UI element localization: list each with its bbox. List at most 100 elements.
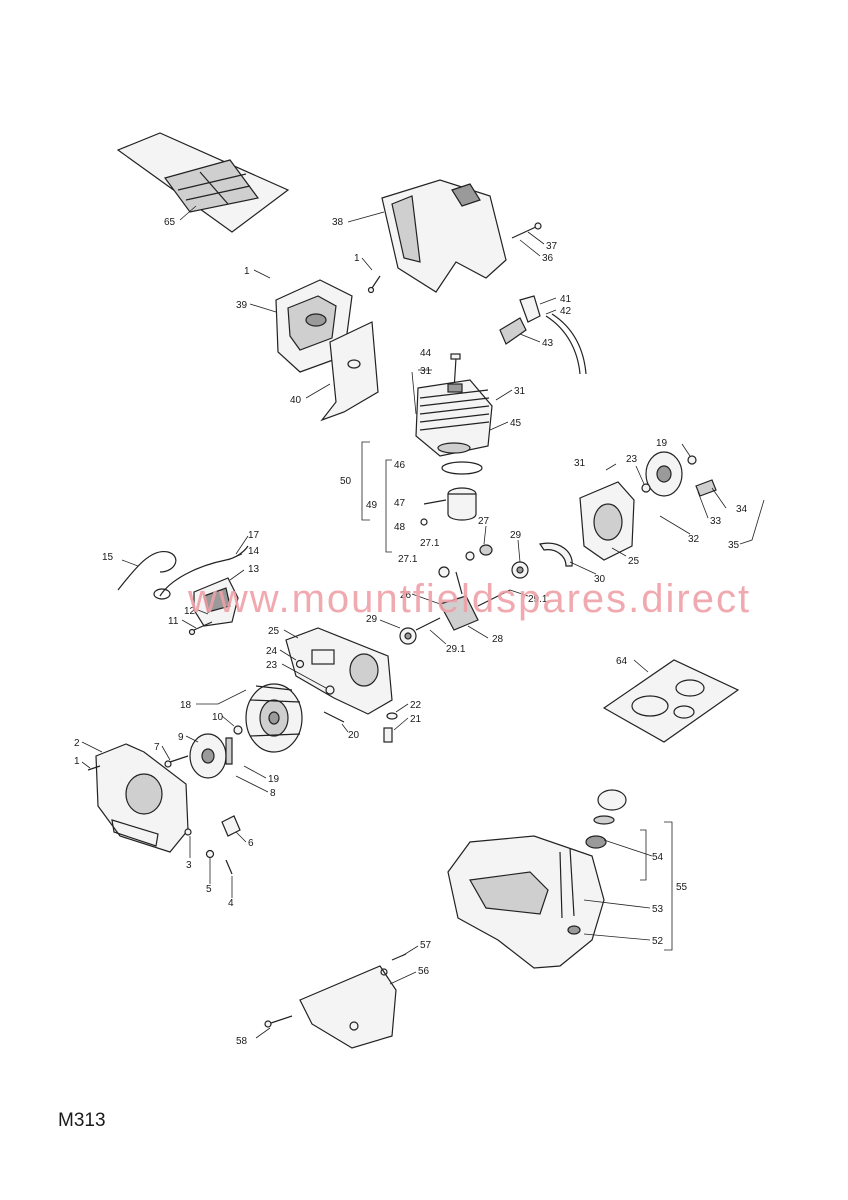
callout-25: 25 [628, 556, 640, 567]
part-piston-clip [420, 518, 428, 526]
part-needle-bearing [438, 544, 493, 578]
callout-12: 12 [184, 606, 196, 617]
callout-40: 40 [290, 395, 302, 406]
part-fuel-fitting [499, 295, 587, 375]
part-crankcase-studs [295, 659, 335, 695]
callout-8: 8 [270, 788, 276, 799]
part-flywheel [245, 683, 303, 753]
part-decal-sheet [602, 659, 740, 743]
callout-55: 55 [676, 882, 688, 893]
callout-1: 1 [74, 756, 80, 767]
leader-lines [81, 205, 765, 1039]
callout-4: 4 [228, 898, 234, 909]
callout-28: 28 [492, 634, 504, 645]
callout-27-1: 27.1 [398, 554, 418, 565]
callout-25: 25 [268, 626, 280, 637]
part-retaining-clip [539, 542, 573, 567]
callout-1: 1 [244, 266, 250, 277]
callout-29: 29 [366, 614, 378, 625]
watermark: www.mountfieldspares.direct [188, 577, 752, 621]
callout-43: 43 [542, 338, 554, 349]
callout-2: 2 [74, 738, 80, 749]
callout-35: 35 [728, 540, 740, 551]
callout-21: 21 [410, 714, 422, 725]
callout-15: 15 [102, 552, 114, 563]
callout-57: 57 [420, 940, 432, 951]
callout-53: 53 [652, 904, 664, 915]
callout-34: 34 [736, 504, 748, 515]
part-engine-cover [381, 179, 507, 293]
callout-3: 3 [186, 860, 192, 871]
callout-46: 46 [394, 460, 406, 471]
callout-45: 45 [510, 418, 522, 429]
callout-41: 41 [560, 294, 572, 305]
part-ignition-wiring [117, 545, 249, 600]
callout-49: 49 [366, 500, 378, 511]
part-piston [423, 487, 477, 521]
callout-22: 22 [410, 700, 422, 711]
callout-32: 32 [688, 534, 700, 545]
callout-52: 52 [652, 936, 664, 947]
part-cover-screw [511, 222, 542, 239]
callout-36: 36 [542, 253, 554, 264]
callout-64: 64 [616, 656, 628, 667]
callout-54: 54 [652, 852, 664, 863]
part-fuel-tank [447, 835, 605, 969]
part-clutch-screw [164, 755, 189, 768]
part-tool-kit-bag [116, 132, 290, 233]
part-crankcase-right [579, 481, 635, 561]
callout-6: 6 [248, 838, 254, 849]
callout-18: 18 [180, 700, 192, 711]
part-ring [437, 442, 483, 475]
callout-7: 7 [154, 742, 160, 753]
part-heat-shield [320, 321, 379, 422]
callout-33: 33 [710, 516, 722, 527]
callout-24: 24 [266, 646, 278, 657]
callout-labels: 65 38 37 36 1 1 39 41 42 43 44 31 31 40 … [74, 217, 748, 1047]
part-housing-hardware [87, 765, 233, 875]
callout-11: 11 [168, 616, 179, 627]
callout-19: 19 [656, 438, 668, 449]
part-mounting-bracket [264, 953, 407, 1049]
callout-29-1: 29.1 [528, 594, 548, 605]
callout-37: 37 [546, 241, 558, 252]
callout-27: 27 [478, 516, 490, 527]
callout-1: 1 [354, 253, 360, 264]
callout-17: 17 [248, 530, 260, 541]
callout-29-1: 29.1 [446, 644, 466, 655]
callout-29: 29 [510, 530, 522, 541]
callout-19: 19 [268, 774, 280, 785]
part-cylinder [415, 379, 493, 457]
part-crankshaft [415, 571, 511, 631]
part-fuel-cap [585, 789, 627, 849]
part-clutch-assembly [189, 725, 243, 837]
callout-30: 30 [594, 574, 606, 585]
callout-31: 31 [574, 458, 586, 469]
callout-14: 14 [248, 546, 260, 557]
callout-27-1: 27.1 [420, 538, 440, 549]
callout-58: 58 [236, 1036, 248, 1047]
callout-31: 31 [420, 366, 432, 377]
callout-50: 50 [340, 476, 352, 487]
callout-20: 20 [348, 730, 360, 741]
callout-38: 38 [332, 217, 344, 228]
part-screw-1 [367, 275, 381, 294]
callout-48: 48 [394, 522, 406, 533]
callout-10: 10 [212, 712, 224, 723]
callout-42: 42 [560, 306, 572, 317]
callout-47: 47 [394, 498, 406, 509]
callout-39: 39 [236, 300, 248, 311]
callout-26: 26 [400, 590, 412, 601]
callout-65: 65 [164, 217, 176, 228]
diagram-code: M313 [58, 1110, 106, 1131]
part-crankcase-left [285, 627, 393, 715]
callout-23: 23 [266, 660, 278, 671]
callout-5: 5 [206, 884, 212, 895]
callout-44: 44 [420, 348, 432, 359]
callout-9: 9 [178, 732, 184, 743]
callout-13: 13 [248, 564, 260, 575]
part-crankcase-bolts [323, 711, 398, 743]
callout-31: 31 [514, 386, 526, 397]
part-starter-pulley [641, 451, 717, 497]
